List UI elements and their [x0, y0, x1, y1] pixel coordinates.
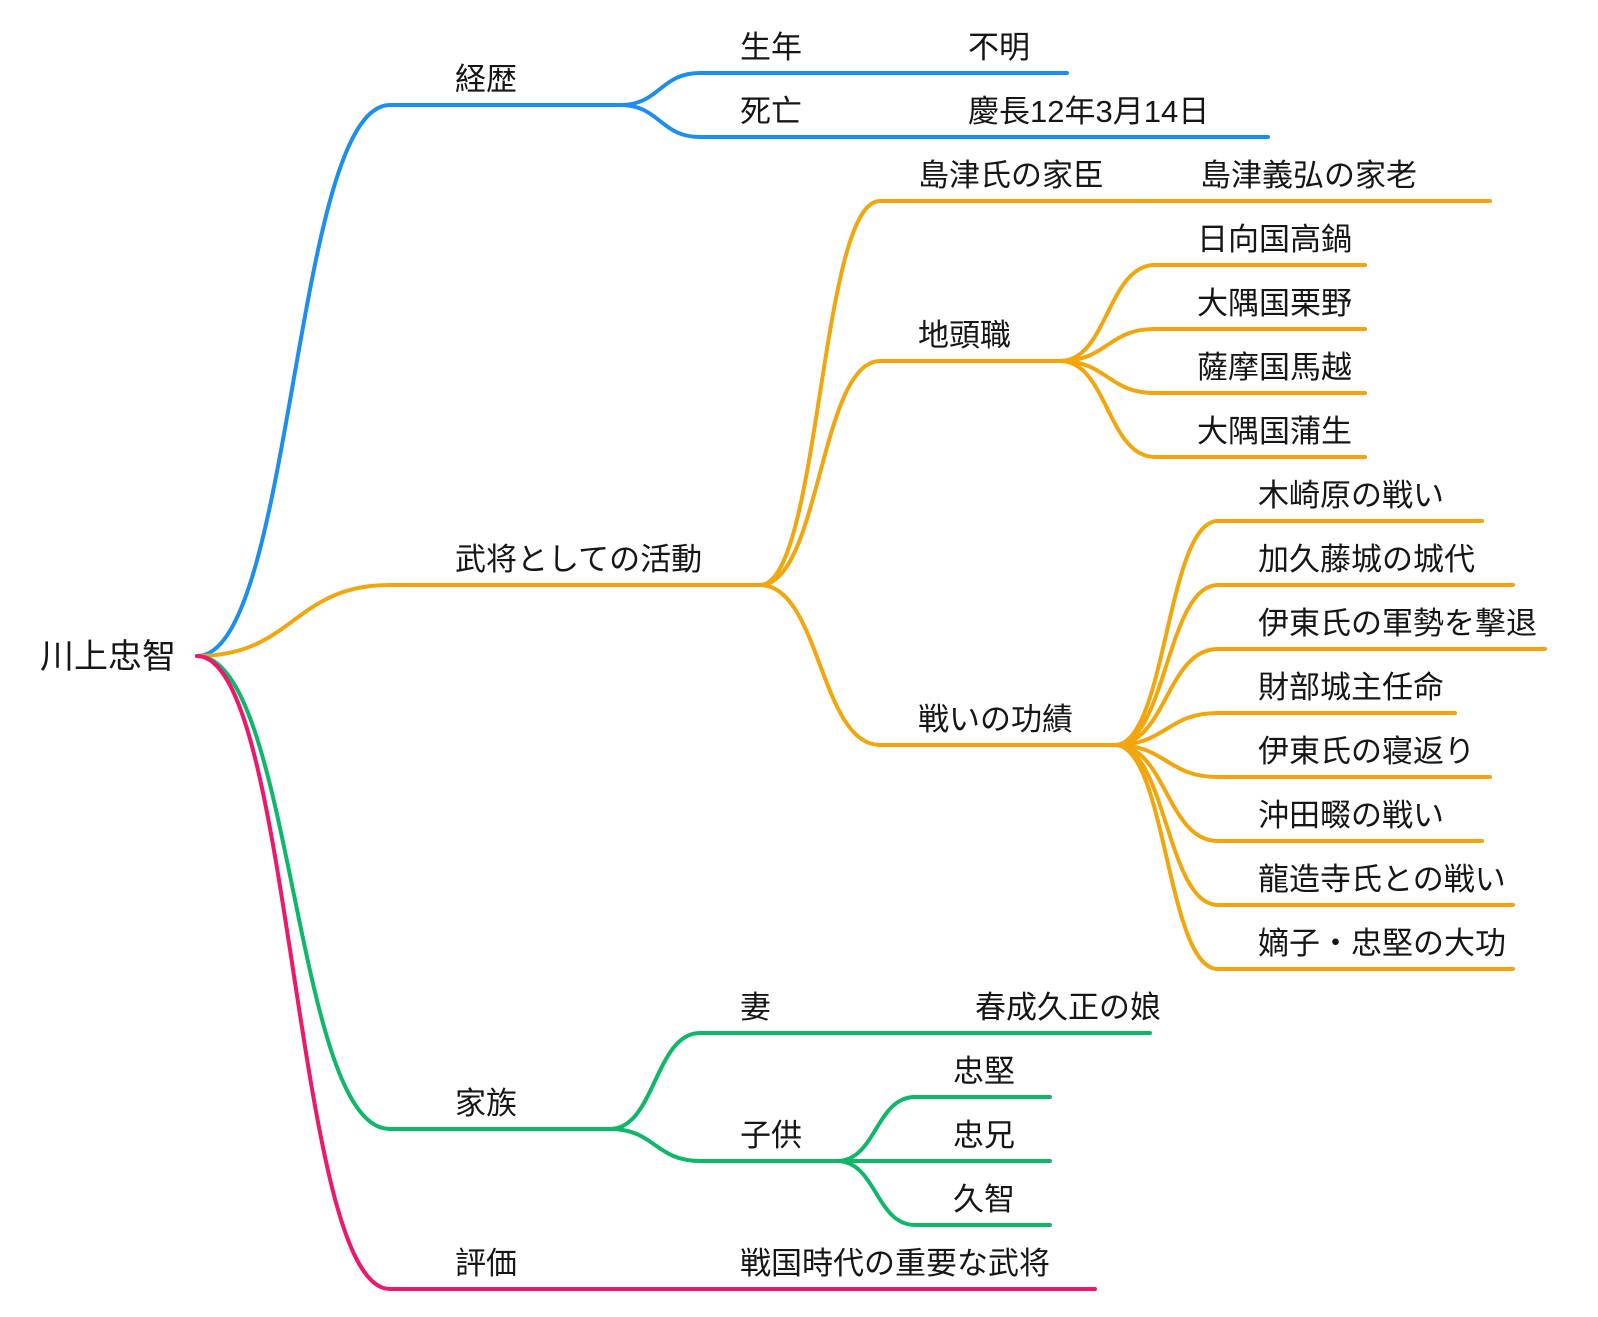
mindmap-node-label[interactable]: 忠堅	[953, 1054, 1015, 1089]
mindmap-node-label[interactable]: 伊東氏の軍勢を撃退	[1258, 606, 1537, 641]
mindmap-node-label[interactable]: 久智	[953, 1182, 1015, 1217]
mindmap-root-label[interactable]: 川上忠智	[40, 638, 176, 676]
mindmap-node-label[interactable]: 死亡	[740, 94, 802, 129]
mindmap-node-label[interactable]: 日向国高鍋	[1197, 222, 1352, 257]
mindmap-link	[835, 1159, 917, 1227]
mindmap-link	[1058, 359, 1157, 459]
mindmap-node-label[interactable]: 地頭職	[918, 318, 1011, 353]
mindmap-link	[1113, 743, 1220, 907]
mindmap-node-label[interactable]: 嫡子・忠堅の大功	[1258, 926, 1506, 961]
mindmap-link	[1058, 263, 1157, 363]
mindmap-link	[608, 1127, 702, 1163]
mindmap-node-label[interactable]: 財部城主任命	[1258, 670, 1444, 705]
mindmap-node-label[interactable]: 忠兄	[953, 1118, 1015, 1153]
mindmap-node-label[interactable]: 武将としての活動	[455, 542, 702, 577]
mindmap-node-label[interactable]: 不明	[968, 30, 1030, 65]
mindmap-link	[195, 103, 392, 658]
mindmap-link	[618, 71, 702, 107]
mindmap-node-label[interactable]: 妻	[740, 990, 771, 1025]
mindmap-node-label[interactable]: 薩摩国馬越	[1197, 350, 1352, 385]
mindmap-node-label[interactable]: 龍造寺氏との戦い	[1258, 862, 1506, 897]
mindmap-node-label[interactable]: 生年	[740, 30, 802, 65]
mindmap-link	[195, 654, 392, 1131]
mindmap-node-label[interactable]: 沖田畷の戦い	[1258, 798, 1444, 833]
mindmap-link	[1113, 583, 1220, 747]
mindmap-link	[618, 103, 702, 139]
mindmap-node-label[interactable]: 評価	[455, 1246, 517, 1281]
mindmap-underlines	[388, 71, 1547, 1291]
mindmap-link	[758, 359, 882, 587]
mindmap-link	[1113, 519, 1220, 747]
mindmap-links	[195, 70, 1220, 1292]
mindmap-node-label[interactable]: 家族	[455, 1086, 517, 1121]
mindmap-link	[1113, 743, 1220, 971]
mindmap-link	[1113, 647, 1220, 747]
mindmap-node-label[interactable]: 慶長12年3月14日	[968, 94, 1209, 129]
mindmap-link	[835, 1095, 917, 1163]
mindmap-link	[608, 1031, 702, 1131]
mindmap-link	[195, 654, 392, 1291]
mindmap-link	[758, 199, 882, 587]
mindmap-node-label[interactable]: 子供	[740, 1118, 802, 1153]
mindmap-node-label[interactable]: 島津義弘の家老	[1200, 158, 1417, 193]
mindmap-node-label[interactable]: 経歴	[455, 62, 517, 97]
mindmap-node-label[interactable]: 島津氏の家臣	[918, 158, 1104, 193]
mindmap-node-label[interactable]: 伊東氏の寝返り	[1258, 734, 1475, 769]
mindmap-node-label[interactable]: 戦国時代の重要な武将	[740, 1246, 1050, 1281]
mindmap-link	[758, 583, 882, 747]
mindmap-link	[1058, 327, 1157, 363]
mindmap-link	[1113, 711, 1220, 747]
mindmap-node-label[interactable]: 戦いの功績	[918, 702, 1073, 737]
mindmap-node-label[interactable]: 大隅国栗野	[1197, 286, 1352, 321]
mindmap-node-label[interactable]: 加久藤城の城代	[1258, 542, 1475, 577]
mindmap-node-label[interactable]: 木崎原の戦い	[1258, 478, 1444, 513]
mindmap-link	[195, 583, 392, 658]
mindmap-node-label[interactable]: 春成久正の娘	[975, 990, 1161, 1025]
mindmap-node-label[interactable]: 大隅国蒲生	[1197, 414, 1352, 449]
